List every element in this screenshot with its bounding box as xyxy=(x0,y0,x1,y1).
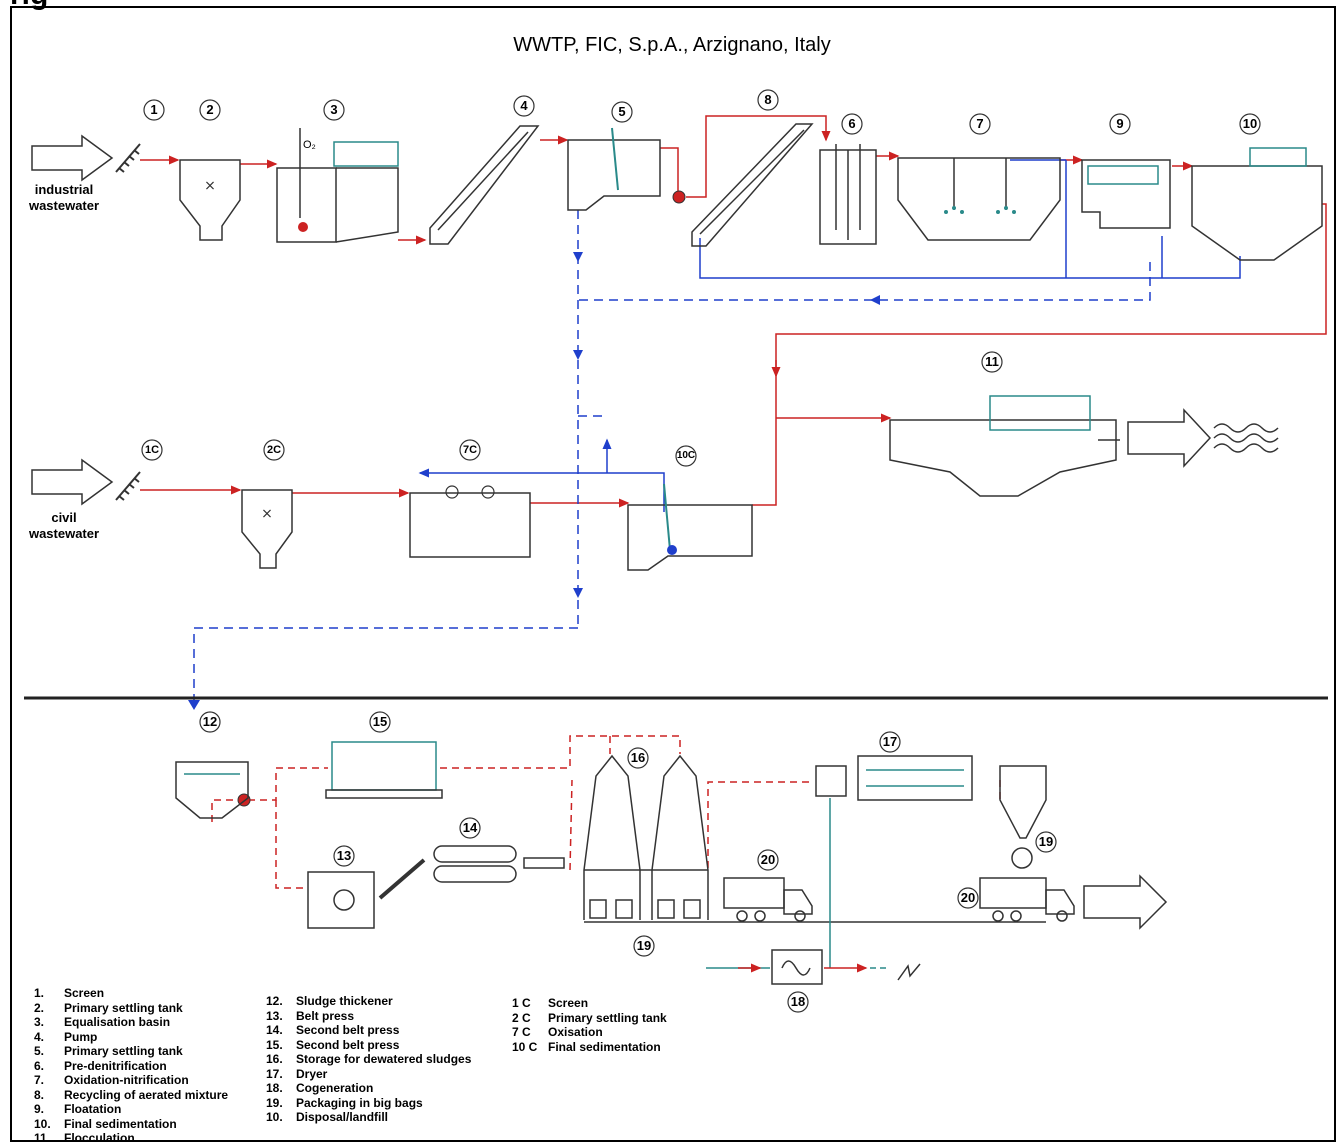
equalisation-basin-3 xyxy=(276,128,399,243)
step-1-label: 1 xyxy=(150,102,158,117)
legend-row: 14.Second belt press xyxy=(266,1023,400,1037)
screen-1-icon xyxy=(115,143,141,173)
water-waves-icon xyxy=(1213,423,1279,453)
diagram-title: WWTP, FIC, S.p.A., Arzignano, Italy xyxy=(513,34,831,56)
screen-1c-icon xyxy=(115,471,141,501)
step-17-label: 17 xyxy=(882,734,898,749)
final-sedimentation-10 xyxy=(1191,147,1323,261)
civil-wastewater-label: civil wastewater xyxy=(28,510,100,541)
step-2-label: 2 xyxy=(206,102,214,117)
step-15-label: 15 xyxy=(372,714,388,729)
truck-20a-icon xyxy=(723,877,813,922)
step-2c-label: 2C xyxy=(266,444,282,456)
pump-row1 xyxy=(672,190,686,204)
step-1c-label: 1C xyxy=(144,444,160,456)
dryer-17 xyxy=(815,755,973,801)
primary-settling-tank-2 xyxy=(179,159,241,241)
floatation-9 xyxy=(1081,159,1171,229)
second-belt-press-14 xyxy=(433,845,565,883)
step-10-label: 10 xyxy=(1242,116,1258,131)
industrial-inlet-arrow xyxy=(31,134,114,182)
truck-20b-icon xyxy=(979,877,1075,922)
legend-row: 18.Cogeneration xyxy=(266,1081,374,1095)
sludge-thickener-12 xyxy=(175,761,249,819)
legend-row: 5.Primary settling tank xyxy=(34,1044,183,1058)
diagram-frame xyxy=(10,6,1336,1142)
disposal-arrow xyxy=(1083,874,1168,930)
o2-label: O₂ xyxy=(303,139,316,151)
pre-denitrification-6 xyxy=(819,144,877,245)
step-6-label: 6 xyxy=(848,116,856,131)
step-14-label: 14 xyxy=(462,820,478,835)
oxidation-nitrification-7 xyxy=(897,157,1061,241)
step-7-label: 7 xyxy=(976,116,984,131)
legend-row: 3.Equalisation basin xyxy=(34,1015,171,1029)
legend-main-line: 1.Screen 2.Primary settling tank 3.Equal… xyxy=(34,986,228,1146)
legend-row: 9.Floatation xyxy=(34,1102,122,1116)
step-20-truck2-label: 20 xyxy=(960,890,976,905)
flocculation-11 xyxy=(889,395,1117,497)
step-5-label: 5 xyxy=(618,104,626,119)
lightning-icon xyxy=(897,963,921,981)
step-13-label: 13 xyxy=(336,848,352,863)
industrial-wastewater-label: industrial wastewater xyxy=(28,182,100,213)
step-20-truck-label: 20 xyxy=(760,852,776,867)
legend-row: 10.Disposal/landfill xyxy=(266,1110,389,1124)
civil-inlet-arrow xyxy=(31,458,114,506)
legend-row: 2.Primary settling tank xyxy=(34,1000,183,1015)
legend-row: 12.Sludge thickener xyxy=(266,994,393,1008)
final-sedimentation-10c xyxy=(627,504,753,571)
legend-sludge-line: 12.Sludge thickener 13.Belt press 14.Sec… xyxy=(266,994,471,1125)
step-11-label: 11 xyxy=(985,354,999,369)
legend-row: 19.Packaging in big bags xyxy=(266,1095,423,1110)
legend-row: 6.Pre-denitrification xyxy=(34,1058,167,1073)
step-4-label: 4 xyxy=(520,98,528,113)
legend-row: 13.Belt press xyxy=(266,1008,355,1023)
legend-row: 8.Recycling of aerated mixture xyxy=(34,1087,229,1102)
step-12-label: 12 xyxy=(202,714,218,729)
step-7c-label: 7C xyxy=(462,444,478,456)
conveyor-8 xyxy=(691,123,814,247)
cogeneration-18 xyxy=(771,949,823,985)
legend-row: 11.Flocculation xyxy=(34,1131,135,1145)
effluent-arrow xyxy=(1127,408,1212,468)
bagging-hopper-19 xyxy=(999,765,1047,869)
oxidation-tank-7c xyxy=(409,492,531,558)
legend-row: 16.Storage for dewatered sludges xyxy=(266,1052,472,1066)
step-9-label: 9 xyxy=(1116,116,1124,131)
belt-press-13 xyxy=(307,871,375,929)
step-3-label: 3 xyxy=(330,102,338,117)
conveyor-4 xyxy=(429,125,540,245)
step-8-label: 8 xyxy=(764,92,772,107)
primary-settling-tank-2c xyxy=(241,489,293,569)
legend-row: 10.Final sedimentation xyxy=(34,1116,177,1131)
legend-row: 1.Screen xyxy=(34,986,105,1000)
step-10c-label: 10C xyxy=(676,450,696,461)
step-16-label: 16 xyxy=(630,750,646,765)
step-19-hopper-label: 19 xyxy=(1038,834,1054,849)
cropped-figure-title: rig xyxy=(10,0,48,12)
second-belt-press-15 xyxy=(325,741,443,799)
sludge-storage-silos-16 xyxy=(583,754,709,920)
svg-text:⨯: ⨯ xyxy=(204,177,216,193)
step-19-silo-label: 19 xyxy=(636,938,652,953)
legend-row: 4.Pump xyxy=(34,1029,98,1044)
primary-settling-tank-5 xyxy=(567,139,661,211)
legend-row: 7.Oxidation-nitrification xyxy=(34,1073,189,1087)
svg-text:⨯: ⨯ xyxy=(261,505,273,521)
legend-row: 17.Dryer xyxy=(266,1066,328,1081)
step-18-label: 18 xyxy=(790,994,806,1009)
legend-row: 15.Second belt press xyxy=(266,1037,400,1052)
